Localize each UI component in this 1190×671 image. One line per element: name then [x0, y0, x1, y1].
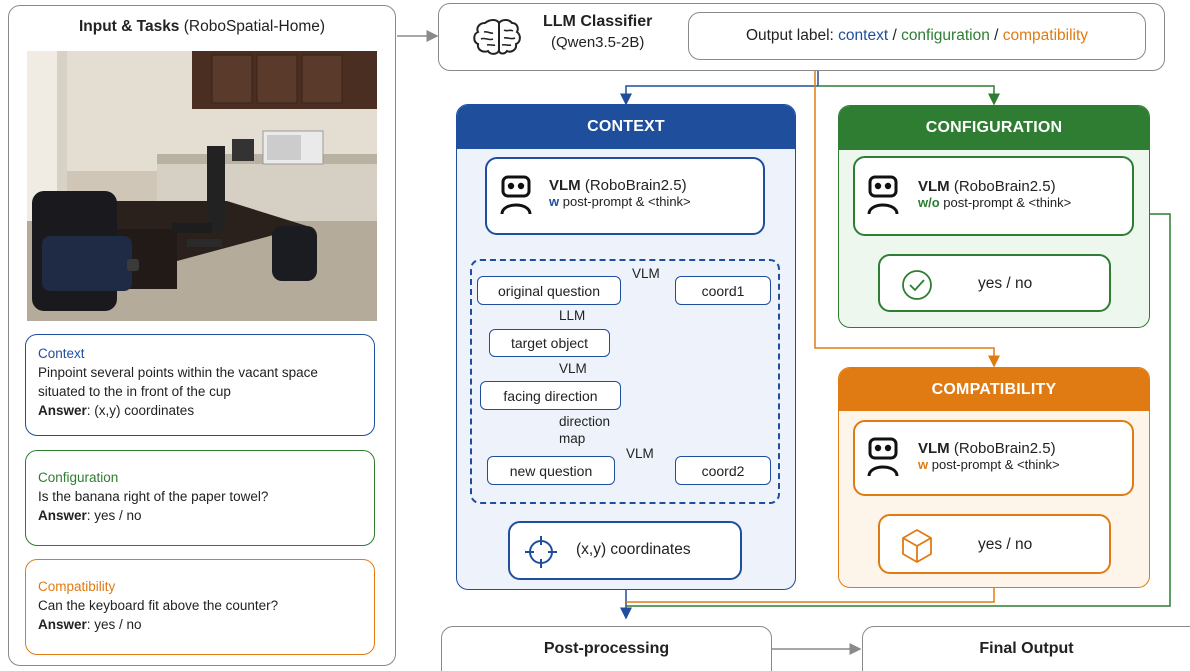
flow-original-question: original question — [477, 276, 621, 305]
answer-value-context: : (x,y) coordinates — [86, 403, 195, 418]
output-label-sep-2: / — [989, 27, 1003, 44]
context-header: CONTEXT — [457, 105, 795, 149]
compatibility-vlm-box: VLM (RoboBrain2.5) w post-prompt & <thin… — [853, 420, 1134, 496]
answer-value-configuration: : yes / no — [86, 508, 142, 523]
compatibility-vlm-text: VLM (RoboBrain2.5) w post-prompt & <thin… — [918, 440, 1060, 472]
task-name-compatibility: Compatibility — [38, 579, 116, 594]
configuration-vlm-box: VLM (RoboBrain2.5) w/o post-prompt & <th… — [853, 156, 1134, 236]
configuration-output-text: yes / no — [978, 275, 1033, 292]
check-circle-icon — [902, 270, 932, 300]
answer-label-context: Answer — [38, 403, 87, 418]
answer-label-configuration: Answer — [38, 508, 87, 523]
robot-icon — [867, 437, 899, 477]
context-vlm-box: VLM (RoboBrain2.5) w post-prompt & <thin… — [485, 157, 765, 235]
context-output-box: (x,y) coordinates — [508, 521, 742, 580]
task-answer-configuration: Answer: yes / no — [38, 506, 362, 525]
task-name-context: Context — [38, 346, 85, 361]
input-panel-title: Input & Tasks (RoboSpatial-Home) — [9, 18, 395, 36]
cube-icon — [902, 529, 932, 563]
task-name-configuration: Configuration — [38, 470, 119, 485]
context-vlm-text: VLM (RoboBrain2.5) w post-prompt & <thin… — [549, 177, 691, 209]
edge-label-vlm-2: VLM — [559, 361, 587, 376]
post-processing-box: Post-processing — [441, 626, 772, 671]
task-question-context: Pinpoint several points within the vacan… — [38, 365, 318, 399]
task-card-compatibility: Compatibility Can the keyboard fit above… — [25, 559, 375, 655]
compatibility-vlm-flag: w — [918, 457, 929, 472]
flow-coord2: coord2 — [675, 456, 771, 485]
output-label-prefix: Output label: — [745, 27, 839, 44]
return-line-compatibility — [626, 588, 995, 603]
scene-photo — [27, 51, 377, 321]
output-label-compatibility: compatibility — [1002, 27, 1089, 44]
compatibility-vlm-model: (RoboBrain2.5) — [949, 440, 1056, 457]
context-vlm-flag: w — [549, 194, 560, 209]
configuration-vlm-rest: post-prompt & <think> — [939, 195, 1072, 210]
context-vlm-rest: post-prompt & <think> — [559, 194, 691, 209]
configuration-vlm-text: VLM (RoboBrain2.5) w/o post-prompt & <th… — [918, 178, 1071, 210]
task-card-context: Context Pinpoint several points within t… — [25, 334, 375, 436]
robot-icon — [867, 175, 899, 215]
classifier-model: (Qwen3.5-2B) — [550, 34, 645, 51]
brain-icon — [473, 19, 521, 55]
context-vlm-model: (RoboBrain2.5) — [580, 177, 687, 194]
context-output-text: (x,y) coordinates — [576, 541, 691, 558]
compatibility-output-box: yes / no — [878, 514, 1111, 574]
compatibility-vlm-bold: VLM — [918, 440, 950, 457]
output-label-box: Output label: context / configuration / … — [688, 12, 1146, 60]
edge-label-llm: LLM — [559, 308, 586, 323]
classifier-title-block: LLM Classifier (Qwen3.5-2B) — [543, 13, 652, 51]
configuration-output-box: yes / no — [878, 254, 1111, 312]
flow-coord1: coord1 — [675, 276, 771, 305]
input-panel-title-bold: Input & Tasks — [78, 18, 180, 35]
flow-target-object: target object — [489, 329, 610, 357]
configuration-vlm-bold: VLM — [918, 178, 950, 195]
classifier-title: LLM Classifier — [543, 13, 653, 30]
compatibility-output-text: yes / no — [978, 536, 1033, 553]
post-processing-label: Post-processing — [543, 640, 670, 657]
input-panel-title-dataset: (RoboSpatial-Home) — [179, 18, 326, 35]
final-output-box: Final Output — [862, 626, 1190, 671]
flow-facing-direction: facing direction — [480, 381, 621, 410]
answer-value-compatibility: : yes / no — [86, 617, 142, 632]
edge-label-map: map — [559, 431, 586, 446]
context-vlm-bold: VLM — [549, 177, 581, 194]
flow-new-question: new question — [487, 456, 615, 485]
task-answer-compatibility: Answer: yes / no — [38, 615, 362, 634]
configuration-vlm-model: (RoboBrain2.5) — [949, 178, 1056, 195]
edge-label-vlm-1: VLM — [632, 266, 660, 281]
context-flow-region — [470, 259, 780, 504]
task-card-configuration: Configuration Is the banana right of the… — [25, 450, 375, 546]
arrow-to-context — [620, 85, 818, 106]
final-output-label: Final Output — [979, 640, 1074, 657]
edge-label-direction: direction — [559, 414, 611, 429]
compatibility-vlm-rest: post-prompt & <think> — [928, 457, 1060, 472]
configuration-header: CONFIGURATION — [839, 106, 1149, 150]
output-label-context: context — [838, 27, 889, 44]
task-question-configuration: Is the banana right of the paper towel? — [38, 489, 269, 504]
robot-icon — [500, 175, 532, 215]
task-answer-context: Answer: (x,y) coordinates — [38, 401, 362, 420]
compatibility-header: COMPATIBILITY — [839, 368, 1149, 411]
arrow-to-configuration — [818, 85, 1000, 106]
llm-classifier-box: LLM Classifier (Qwen3.5-2B) Output label… — [438, 3, 1165, 71]
output-label-configuration: configuration — [901, 27, 990, 44]
answer-label-compatibility: Answer — [38, 617, 87, 632]
output-label-sep-1: / — [888, 27, 902, 44]
configuration-vlm-flag: w/o — [918, 195, 940, 210]
task-question-compatibility: Can the keyboard fit above the counter? — [38, 598, 279, 613]
edge-label-vlm-3: VLM — [626, 446, 654, 461]
input-tasks-panel: Input & Tasks (RoboSpatial-Home) Context… — [8, 5, 396, 666]
crosshair-icon — [525, 536, 557, 568]
